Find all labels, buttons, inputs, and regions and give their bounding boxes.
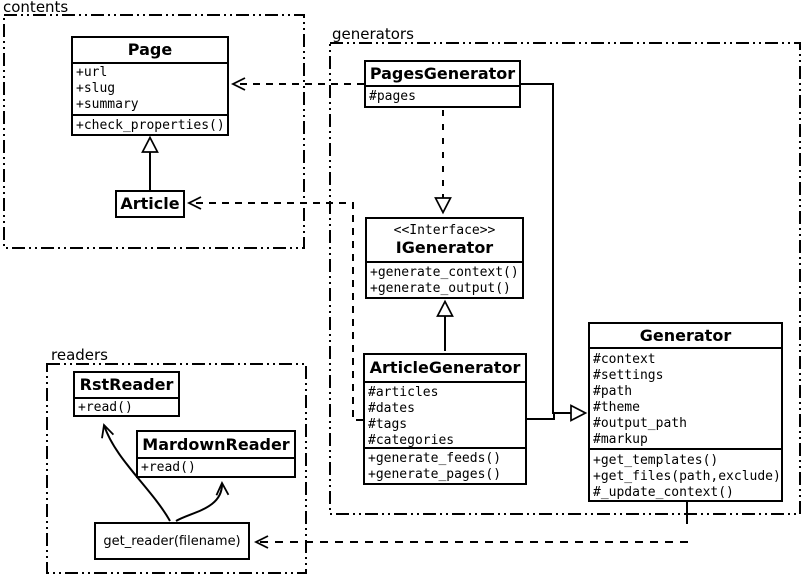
igenerator-method-generate-context: +generate_context() <box>370 265 519 280</box>
package-label-generators: generators <box>332 25 414 43</box>
generator-attr-path: #path <box>593 384 633 399</box>
package-border-generators <box>329 42 801 515</box>
class-title: IGenerator <box>395 238 494 257</box>
page-attr-slug: +slug <box>76 81 116 96</box>
page-attr-summary: +summary <box>76 97 139 112</box>
class-title: MardownReader <box>138 432 294 459</box>
class-box-rstreader: RstReader +read() <box>73 371 180 417</box>
arrow-getreader-to-mardownreader <box>175 480 230 522</box>
articlegenerator-attr-articles: #articles <box>368 385 439 400</box>
package-border-readers <box>46 363 307 574</box>
generator-attr-theme: #theme <box>593 400 640 415</box>
generator-attr-markup: #markup <box>593 432 648 447</box>
generator-method-get-files: +get_files(path,exclude) <box>593 469 781 484</box>
articlegenerator-attr-tags: #tags <box>368 417 408 432</box>
class-title: Article <box>120 194 180 213</box>
generator-attr-context: #context <box>593 352 656 367</box>
class-title: RstReader <box>75 373 178 399</box>
class-box-pagesgenerator: PagesGenerator #pages <box>364 60 521 108</box>
class-title: Page <box>73 38 227 64</box>
articlegenerator-attr-dates: #dates <box>368 401 415 416</box>
arrow-articlegenerator-depends-article <box>186 196 363 421</box>
class-box-article: Article <box>115 190 185 218</box>
generator-method-get-templates: +get_templates() <box>593 453 719 468</box>
pagesgenerator-attr-pages: #pages <box>369 89 416 104</box>
generator-attr-output-path: #output_path <box>593 416 687 431</box>
arrow-articlegenerator-inherits-generator <box>527 413 555 420</box>
get-reader-label: get_reader(filename) <box>103 533 241 549</box>
arrow-pagesgenerator-inherits-generator <box>520 83 588 422</box>
rstreader-method-read: +read() <box>78 400 133 415</box>
class-box-igenerator: <<Interface>> IGenerator +generate_conte… <box>365 217 524 299</box>
class-title: Generator <box>590 324 781 349</box>
class-title: ArticleGenerator <box>365 355 525 383</box>
get-reader-node: get_reader(filename) <box>94 522 250 560</box>
class-box-page: Page +url +slug +summary +check_properti… <box>71 36 229 136</box>
mardownreader-method-read: +read() <box>141 460 196 475</box>
page-attr-url: +url <box>76 65 108 80</box>
igenerator-method-generate-output: +generate_output() <box>370 281 511 296</box>
articlegenerator-attr-categories: #categories <box>368 433 455 448</box>
articlegenerator-method-generate-feeds: +generate_feeds() <box>368 451 502 466</box>
package-label-readers: readers <box>51 346 108 364</box>
igenerator-stereotype: <<Interface>> <box>393 223 496 238</box>
generator-attr-settings: #settings <box>593 368 664 383</box>
class-title: PagesGenerator <box>366 62 519 87</box>
arrow-getreader-to-rstreader <box>101 423 171 522</box>
class-box-mardownreader: MardownReader +read() <box>136 430 296 478</box>
class-box-articlegenerator: ArticleGenerator #articles #dates #tags … <box>363 353 527 485</box>
articlegenerator-method-generate-pages: +generate_pages() <box>368 467 502 482</box>
package-label-contents: contents <box>3 0 69 16</box>
generator-method-update-context: #_update_context() <box>593 485 734 500</box>
package-border-contents <box>3 14 305 249</box>
class-box-generator: Generator #context #settings #path #them… <box>588 322 783 502</box>
page-method-check-properties: +check_properties() <box>76 118 225 133</box>
